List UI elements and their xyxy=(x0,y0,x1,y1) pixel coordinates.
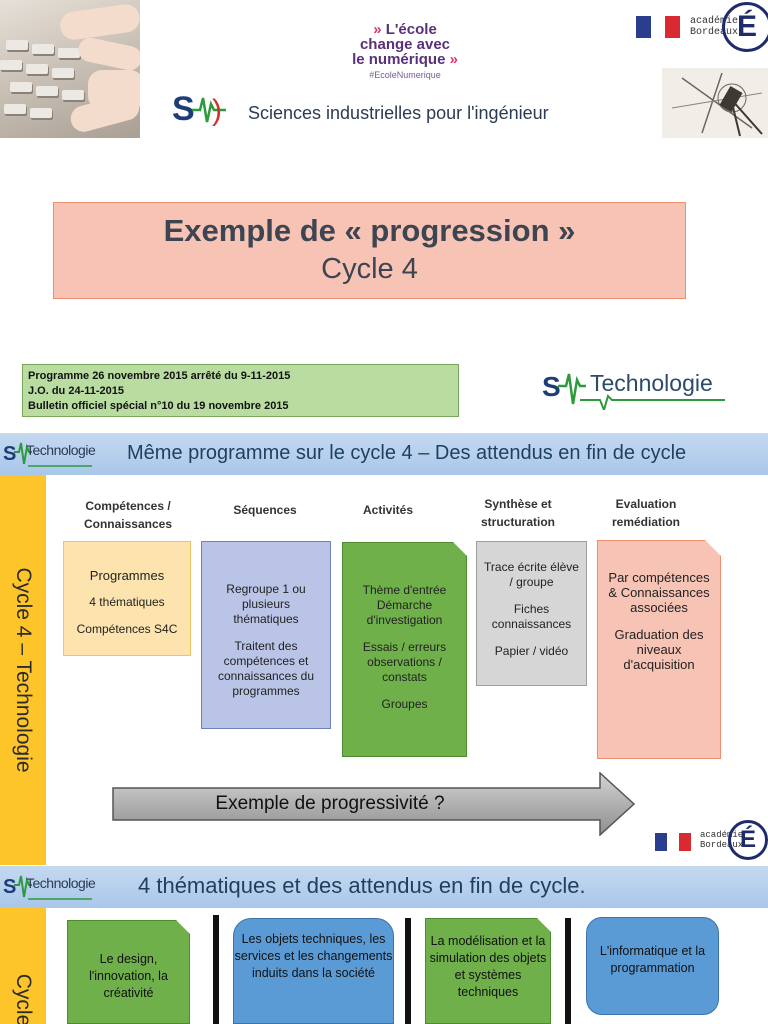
arrow-label: Exemple de progressivité ? xyxy=(215,793,445,814)
slide3-title: 4 thématiques et des attendus en fin de … xyxy=(138,873,586,898)
technologie-mini-logo: S Technologie xyxy=(3,875,96,900)
card-sequences: Regroupe 1 ou plusieurs thématiques Trai… xyxy=(201,541,331,729)
svg-text:S: S xyxy=(3,876,16,898)
svg-text:S: S xyxy=(172,90,195,128)
compass-drawing-image xyxy=(662,68,768,138)
card-competences: Programmes 4 thématiques Compétences S4C xyxy=(63,541,191,656)
divider xyxy=(213,915,219,1024)
theme-informatique: L'informatique et la programmation xyxy=(586,917,719,1015)
republique-flag-small xyxy=(655,833,691,851)
page-subtitle: Cycle 4 xyxy=(321,253,418,285)
theme-modelisation: La modélisation et la simulation des obj… xyxy=(425,918,551,1024)
divider xyxy=(405,918,411,1024)
slide2-title: Même programme sur le cycle 4 – Des atte… xyxy=(127,442,687,464)
theme-design: Le design, l'innovation, la créativité xyxy=(67,920,190,1024)
keyboard-photo xyxy=(0,0,140,138)
cycle-side-label: Cycle 4 – Technologie xyxy=(0,475,46,865)
academy-e-logo: É xyxy=(722,2,768,52)
republique-flag xyxy=(636,16,681,38)
card-synthese: Trace écrite élève / groupe Fiches conna… xyxy=(476,541,587,686)
slide3-title-band: S Technologie 4 thématiques et des atten… xyxy=(0,866,768,908)
title-box: Exemple de « progression » Cycle 4 xyxy=(53,202,686,299)
academy-e-logo-small: É xyxy=(728,820,768,860)
slide2-title-band: S Technologie Même programme sur le cycl… xyxy=(0,433,768,475)
technologie-mini-logo: S Technologie xyxy=(3,442,96,467)
svg-text:S: S xyxy=(3,443,16,465)
cycle-side-label-2: Cycle xyxy=(0,908,46,1024)
ecole-numerique-logo: » L'école change avec le numérique » #Ec… xyxy=(352,21,458,80)
sii-logo: S ) xyxy=(172,90,226,128)
card-activites: Thème d'entrée Démarche d'investigation … xyxy=(342,542,467,757)
sii-title: Sciences industrielles pour l'ingénieur xyxy=(248,103,549,123)
svg-text:S: S xyxy=(542,371,561,402)
page-title: Exemple de « progression » xyxy=(163,213,576,248)
svg-text:): ) xyxy=(212,94,222,127)
technologie-logo: S Technologie xyxy=(540,366,740,410)
column-header-competences: Compétences /Connaissances xyxy=(83,499,173,531)
column-header-sequences: Séquences xyxy=(233,503,297,517)
programme-reference-box: Programme 26 novembre 2015 arrêté du 9-1… xyxy=(22,364,459,417)
divider xyxy=(565,918,571,1024)
column-header-activites: Activités xyxy=(362,503,414,517)
card-evaluation: Par compétences & Connaissances associée… xyxy=(597,540,721,759)
progression-arrow xyxy=(112,772,636,836)
theme-objets-techniques: Les objets techniques, les services et l… xyxy=(233,918,394,1024)
